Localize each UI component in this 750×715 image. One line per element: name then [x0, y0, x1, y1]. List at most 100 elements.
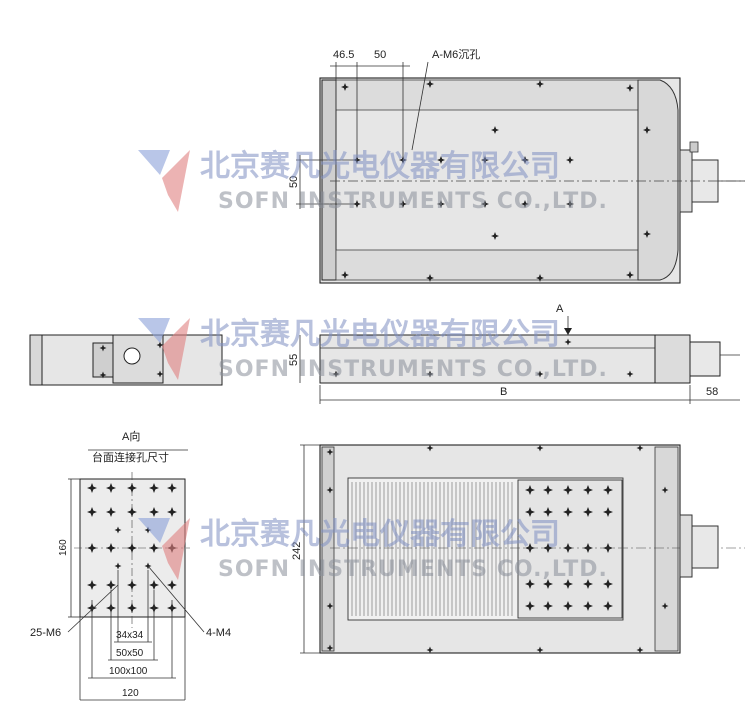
watermark: 北京赛凡光电仪器有限公司 SOFN INSTRUMENTS CO.,LTD. — [138, 517, 608, 582]
mounting-hole — [167, 580, 177, 590]
mounting-hole — [603, 601, 613, 611]
mounting-hole — [521, 200, 529, 208]
mounting-hole — [106, 543, 116, 553]
mounting-hole — [626, 84, 634, 92]
dim-50x50-label: 50x50 — [116, 648, 144, 659]
mounting-hole — [326, 602, 334, 610]
a-arrow-head — [564, 328, 572, 335]
watermark-logo-blue — [138, 318, 170, 343]
bottom-view: 242 — [291, 444, 745, 654]
mounting-hole — [426, 444, 434, 452]
dim-242-label: 242 — [291, 542, 303, 560]
callout-4-m4-leader — [147, 565, 205, 633]
mounting-hole — [144, 526, 152, 534]
mounting-hole — [603, 507, 613, 517]
mounting-hole — [426, 80, 434, 88]
mounting-hole — [87, 543, 97, 553]
mounting-hole — [127, 580, 137, 590]
callout-25-m6: 25-M6 — [30, 627, 61, 639]
mounting-hole — [543, 507, 553, 517]
mounting-hole — [491, 232, 499, 240]
mounting-hole — [341, 83, 349, 91]
mounting-hole — [87, 483, 97, 493]
mounting-hole — [99, 371, 107, 379]
mounting-hole — [525, 579, 535, 589]
mounting-hole — [521, 156, 529, 164]
mounting-hole — [127, 543, 137, 553]
label-b: B — [500, 386, 507, 398]
watermark: 北京赛凡光电仪器有限公司 SOFN INSTRUMENTS CO.,LTD. — [138, 317, 608, 382]
mounting-hole — [106, 483, 116, 493]
watermark-logo-blue — [138, 518, 170, 543]
watermark-company-en: SOFN INSTRUMENTS CO.,LTD. — [218, 357, 608, 382]
mounting-hole — [626, 370, 634, 378]
mounting-hole — [437, 156, 445, 164]
mounting-hole — [149, 483, 159, 493]
side-view: A 55 B 58 — [29, 303, 740, 404]
mounting-hole — [603, 579, 613, 589]
label-a: A — [556, 303, 564, 315]
mounting-hole — [583, 485, 593, 495]
mounting-hole — [536, 80, 544, 88]
a-view-title: A向 — [122, 429, 140, 443]
mounting-hole — [564, 338, 572, 346]
dim-55-label: 55 — [288, 354, 300, 366]
mounting-hole — [167, 507, 177, 517]
mounting-hole — [481, 156, 489, 164]
mounting-hole — [149, 507, 159, 517]
mounting-hole — [583, 579, 593, 589]
mounting-hole — [636, 444, 644, 452]
top-view-lower-strip — [335, 249, 639, 281]
top-view-upper-strip — [335, 79, 639, 111]
mounting-hole — [563, 601, 573, 611]
mounting-hole — [536, 444, 544, 452]
mounting-hole — [525, 601, 535, 611]
mounting-hole — [87, 507, 97, 517]
mounting-hole — [543, 601, 553, 611]
mounting-hole — [583, 507, 593, 517]
mounting-hole — [426, 274, 434, 282]
hole-callout-leader — [411, 61, 429, 151]
watermark-company-cn: 北京赛凡光电仪器有限公司 — [200, 517, 560, 552]
a-view: A向 台面连接孔尺寸 160 25-M6 4-M4 34x34 50x50 10… — [30, 429, 231, 701]
top-view-end-cap — [637, 79, 679, 281]
mounting-hole — [643, 126, 651, 134]
dim-120-label: 120 — [122, 688, 139, 699]
mounting-hole — [326, 486, 334, 494]
side-view-main-body — [319, 334, 656, 384]
mounting-hole — [563, 579, 573, 589]
mounting-hole — [536, 274, 544, 282]
mounting-hole — [566, 156, 574, 164]
mounting-hole — [536, 370, 544, 378]
mounting-hole — [149, 580, 159, 590]
mounting-hole — [106, 507, 116, 517]
mounting-hole — [149, 543, 159, 553]
side-view-knob — [123, 347, 141, 365]
watermark: 北京赛凡光电仪器有限公司 SOFN INSTRUMENTS CO.,LTD. — [138, 149, 608, 214]
mounting-hole — [167, 483, 177, 493]
mounting-hole — [661, 602, 669, 610]
bottom-view-left-rail — [321, 446, 335, 652]
mounting-hole — [426, 646, 434, 654]
mounting-hole — [536, 646, 544, 654]
mounting-hole — [399, 200, 407, 208]
mounting-hole — [127, 603, 137, 613]
top-view-connector — [689, 141, 699, 153]
mounting-hole — [156, 370, 164, 378]
side-view-motor — [689, 341, 721, 377]
watermark-company-cn: 北京赛凡光电仪器有限公司 — [200, 149, 560, 184]
mounting-hole — [491, 126, 499, 134]
mounting-hole — [106, 580, 116, 590]
watermark-company-cn: 北京赛凡光电仪器有限公司 — [200, 317, 560, 352]
bottom-view-grille — [351, 482, 513, 616]
mounting-hole — [114, 562, 122, 570]
dim-100x100-label: 100x100 — [109, 666, 148, 677]
watermark-logo-red — [162, 518, 190, 580]
watermark-company-en: SOFN INSTRUMENTS CO.,LTD. — [218, 557, 608, 582]
dim-46-5-label: 46.5 — [333, 49, 354, 61]
hole-callout-label: A-M6沉孔 — [432, 48, 480, 61]
watermark-company-en: SOFN INSTRUMENTS CO.,LTD. — [218, 189, 608, 214]
mounting-hole — [603, 485, 613, 495]
mounting-hole — [643, 230, 651, 238]
